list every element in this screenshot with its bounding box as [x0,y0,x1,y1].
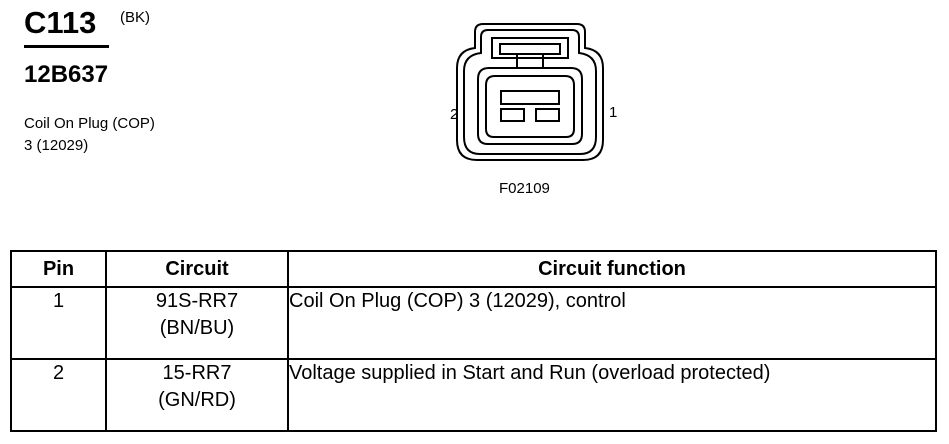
connector-description-line2: 3 (12029) [24,137,89,154]
circuit-number: 15-RR7 [162,362,232,384]
circuit-function: Voltage supplied in Start and Run (overl… [287,358,937,432]
part-number: 12B637 [24,61,109,88]
table-row: 1 91S-RR7 (BN/BU) Coil On Plug (COP) 3 (… [10,286,937,360]
circuit-cell: 15-RR7 (GN/RD) [105,358,289,432]
connector-face-diagram [456,23,604,161]
connector-color: (BK) [120,9,150,26]
pinout-table: Pin Circuit Circuit function 1 91S-RR7 (… [10,250,937,432]
connector-description-line1: Coil On Plug (COP) [24,115,155,132]
column-header-pin: Pin [10,250,107,288]
table-row: 2 15-RR7 (GN/RD) Voltage supplied in Sta… [10,358,937,432]
pin-number: 1 [10,286,107,360]
pin-label-left: 2 [450,106,459,123]
pin-number: 2 [10,358,107,432]
pin-label-right: 1 [609,104,618,121]
circuit-function: Coil On Plug (COP) 3 (12029), control [287,286,937,360]
circuit-number: 91S-RR7 [155,290,239,312]
column-header-function: Circuit function [287,250,937,288]
figure-id: F02109 [499,180,550,197]
wire-color: (GN/RD) [158,389,236,411]
title-underline [24,45,109,48]
column-header-circuit: Circuit [105,250,289,288]
connector-id: C113 [24,5,97,40]
circuit-cell: 91S-RR7 (BN/BU) [105,286,289,360]
wire-color: (BN/BU) [159,317,235,339]
table-header-row: Pin Circuit Circuit function [10,250,937,288]
